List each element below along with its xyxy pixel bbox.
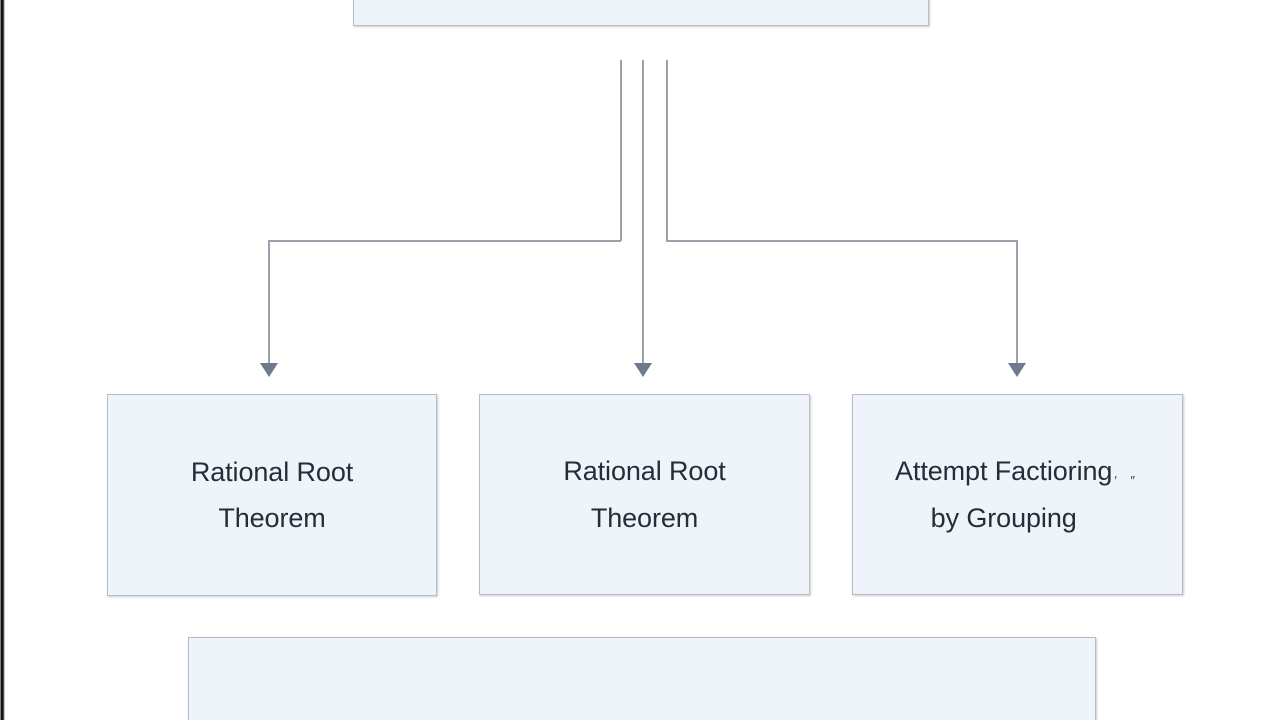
flow-node-left-label: Rational Root Theorem xyxy=(190,456,354,533)
flow-node-rational-root-theorem-left[interactable]: Rational Root Theorem xyxy=(107,394,437,596)
arrowhead-right xyxy=(1008,363,1026,377)
arrowhead-left xyxy=(260,363,278,377)
flow-node-bottom[interactable] xyxy=(188,637,1096,720)
arrowhead-middle xyxy=(634,363,652,377)
flow-node-right-label: Attempt Factioring by Grouping xyxy=(895,456,1113,533)
connector-right-horizontal xyxy=(666,240,1017,242)
connector-right-drop xyxy=(1016,240,1018,365)
connector-right-stem xyxy=(666,60,668,241)
window-left-edge xyxy=(0,0,5,720)
flow-node-rational-root-theorem-middle[interactable]: Rational Root Theorem xyxy=(479,394,810,595)
connector-left-horizontal xyxy=(268,240,621,242)
flow-node-attempt-factoring-by-grouping[interactable]: Attempt Factioring by Grouping′ ″ xyxy=(852,394,1183,595)
flow-node-top[interactable] xyxy=(353,0,929,26)
flow-node-middle-label: Rational Root Theorem xyxy=(563,456,726,533)
connector-middle-stem xyxy=(642,60,644,365)
flow-node-right-trailing-marks: ′ ″ xyxy=(1114,473,1140,489)
connector-left-stem xyxy=(620,60,622,241)
connector-left-drop xyxy=(268,240,270,365)
